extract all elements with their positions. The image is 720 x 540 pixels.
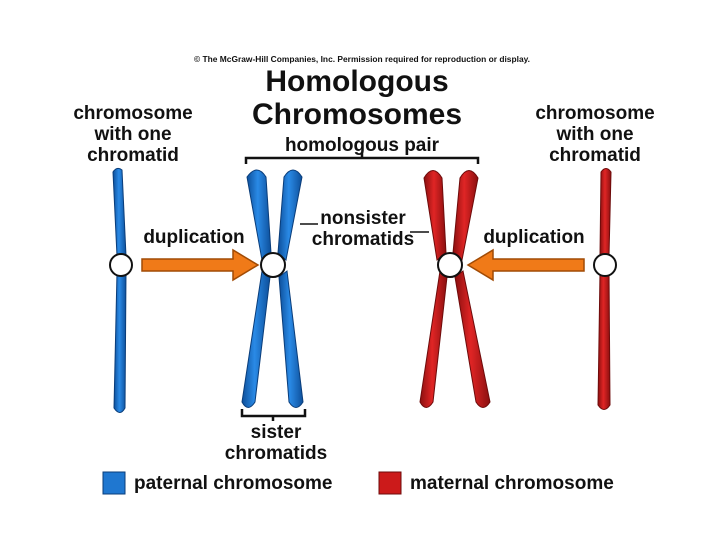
sister-chromatids-bracket <box>242 409 305 421</box>
paternal-legend-label: paternal chromosome <box>134 473 333 494</box>
title-line-1: Homologous <box>265 65 448 98</box>
paternal-legend-swatch <box>103 472 125 494</box>
right-single-centromere <box>594 254 616 276</box>
legend: paternal chromosome maternal chromosome <box>103 472 614 494</box>
duplication-label-left: duplication <box>143 227 244 248</box>
svg-text:chromosome: chromosome <box>73 103 192 124</box>
maternal-legend-swatch <box>379 472 401 494</box>
duplication-arrow-right <box>468 250 584 280</box>
paternal-centromere <box>261 253 285 277</box>
svg-text:chromatids: chromatids <box>225 443 327 464</box>
paternal-duplicated-chromosome <box>242 170 303 408</box>
svg-text:nonsister: nonsister <box>320 208 406 229</box>
right-single-label: chromosome with one chromatid <box>535 103 654 166</box>
paternal-single-chromosome <box>110 168 132 412</box>
left-single-centromere <box>110 254 132 276</box>
svg-text:sister: sister <box>251 422 302 443</box>
nonsister-chromatids-label: nonsister chromatids <box>312 208 414 250</box>
svg-text:chromosome: chromosome <box>535 103 654 124</box>
maternal-centromere <box>438 253 462 277</box>
homologous-pair-bracket <box>246 152 478 164</box>
svg-text:with one: with one <box>555 124 633 145</box>
title-line-2: Chromosomes <box>252 98 462 131</box>
duplication-label-right: duplication <box>483 227 584 248</box>
left-single-label: chromosome with one chromatid <box>73 103 192 166</box>
maternal-duplicated-chromosome <box>420 171 490 408</box>
duplication-arrow-left <box>142 250 258 280</box>
svg-text:with one: with one <box>93 124 171 145</box>
sister-chromatids-label: sister chromatids <box>225 422 327 464</box>
maternal-legend-label: maternal chromosome <box>410 473 614 494</box>
copyright-notice: © The McGraw-Hill Companies, Inc. Permis… <box>194 55 530 64</box>
svg-text:chromatid: chromatid <box>87 145 179 166</box>
svg-text:chromatids: chromatids <box>312 229 414 250</box>
maternal-single-chromosome <box>594 169 616 410</box>
svg-text:chromatid: chromatid <box>549 145 641 166</box>
